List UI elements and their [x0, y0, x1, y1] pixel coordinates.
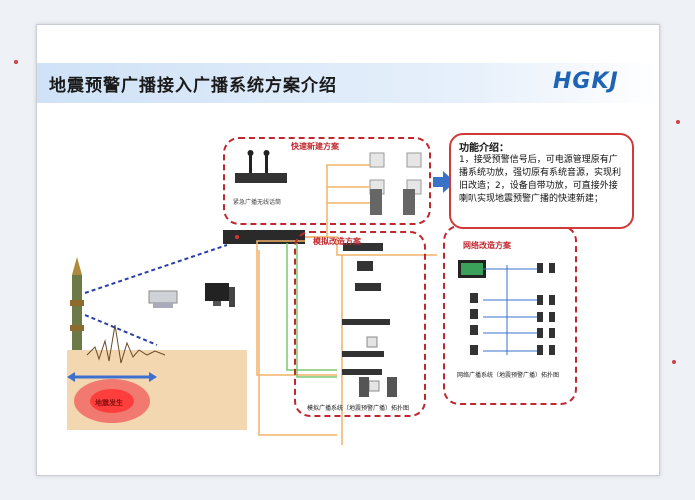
decor-dot — [14, 60, 18, 64]
wireless-mic-label: 紧急广播无线话筒 — [233, 199, 282, 206]
seismic-wave — [86, 324, 166, 364]
wireless-microphone-icon — [235, 150, 287, 183]
earthquake-label: 地震发生 — [95, 399, 123, 407]
feature-body: 1，接受预警信号后，可电源管理原有广播系统功放，强切原有系统音源，实现利旧改造；… — [459, 155, 622, 204]
company-logo: HGKJ — [553, 69, 619, 94]
server-icon — [148, 290, 178, 308]
broadcast-tower-icon — [70, 257, 84, 350]
quick-build-region — [223, 137, 431, 225]
retrofit-label: 模拟改造方案 — [313, 237, 361, 246]
decor-dot — [676, 120, 680, 124]
retrofit-caption: 模拟广播系统（地震预警广播）拓扑图 — [307, 405, 410, 412]
network-caption: 网络广播系统（地震预警广播）拓扑图 — [457, 372, 560, 379]
network-terminal-icon — [470, 293, 478, 355]
retrofit-region — [294, 231, 426, 417]
title-band: 地震预警广播接入广播系统方案介绍 HGKJ — [37, 63, 659, 103]
signal-line — [84, 244, 228, 294]
decor-dot — [672, 360, 676, 364]
feature-title: 功能介绍： — [459, 143, 509, 154]
page-title: 地震预警广播接入广播系统方案介绍 — [49, 76, 337, 96]
network-label: 网络改造方案 — [463, 241, 511, 250]
feature-description-box: 功能介绍： 1，接受预警信号后，可电源管理原有广播系统功放，强切原有系统音源，实… — [449, 133, 634, 229]
quick-build-label: 快速新建方案 — [291, 142, 339, 151]
computer-icon — [205, 283, 235, 307]
rack-device-icon — [342, 243, 390, 375]
system-diagram — [67, 150, 555, 445]
slide: 地震预警广播接入广播系统方案介绍 HGKJ — [36, 24, 660, 476]
column-speaker-icon — [370, 189, 415, 215]
